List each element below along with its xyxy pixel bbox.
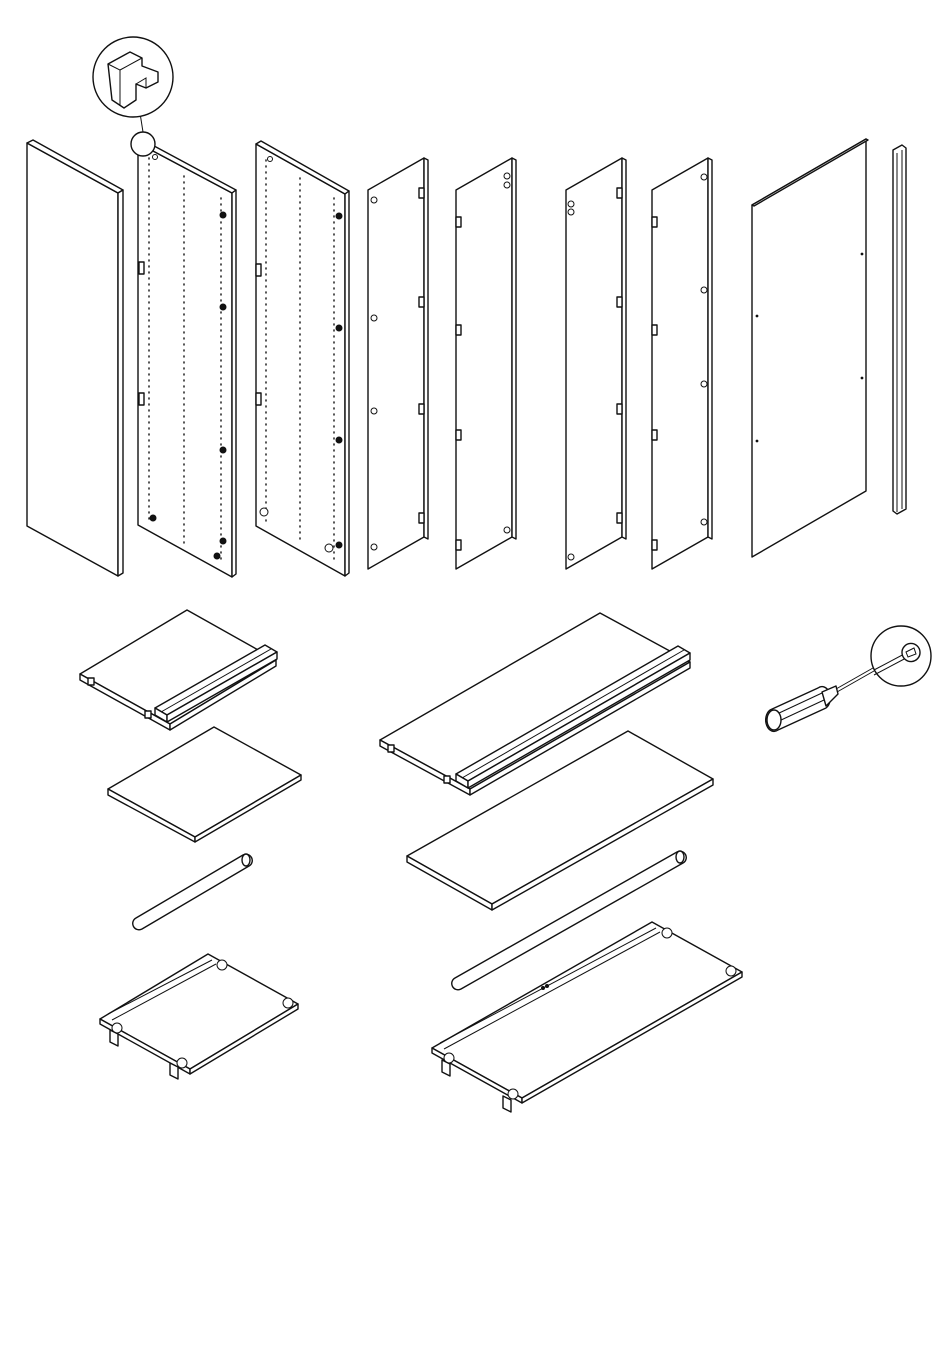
rail-strip [893, 145, 906, 514]
door-panel-1 [368, 158, 428, 569]
top-board-small [80, 610, 277, 730]
screwdriver [766, 626, 931, 731]
screwdriver-icon [766, 664, 881, 731]
bottom-board-small [100, 954, 298, 1079]
joint-detail [93, 37, 173, 156]
door-panel-4 [652, 158, 712, 569]
bottom-board-large [432, 922, 742, 1112]
side-panel-plain [27, 140, 123, 576]
back-panel [752, 139, 868, 557]
side-panel-drilled-left [138, 140, 236, 577]
side-panel-drilled-right [256, 141, 349, 576]
shelf-small [108, 727, 301, 842]
rod-small [133, 854, 253, 930]
screwdriver-tip-detail [871, 626, 931, 686]
door-panel-3 [566, 158, 626, 569]
door-panel-2 [456, 158, 516, 569]
